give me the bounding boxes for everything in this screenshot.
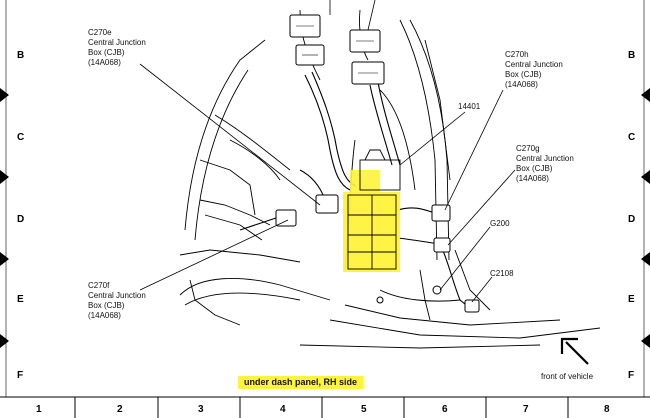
diagram-caption: under dash panel, RH side bbox=[238, 376, 364, 389]
callout-c270e: C270e Central Junction Box (CJB) (14A068… bbox=[88, 28, 146, 68]
column-number-4: 4 bbox=[280, 404, 286, 415]
leader-c270h bbox=[444, 89, 504, 211]
row-letter-d-left: D bbox=[17, 214, 25, 225]
column-number-6: 6 bbox=[442, 404, 448, 415]
column-number-1: 1 bbox=[36, 404, 42, 415]
row-letter-d-right: D bbox=[628, 214, 636, 225]
label-c2108: C2108 bbox=[490, 269, 514, 278]
front-of-vehicle-label: front of vehicle bbox=[541, 372, 594, 381]
leader-c2108 bbox=[471, 276, 493, 303]
cjb-highlight bbox=[343, 192, 400, 272]
leader-c270f bbox=[139, 219, 289, 291]
callout-c270f-connector: C270f bbox=[88, 281, 110, 290]
column-ticks bbox=[74, 397, 569, 418]
central-junction-box bbox=[347, 149, 401, 270]
callout-c270e-line4: (14A068) bbox=[88, 58, 121, 67]
callout-c270g-line3: Box (CJB) bbox=[516, 164, 553, 173]
callout-c270h-line3: Box (CJB) bbox=[505, 70, 542, 79]
callout-c270f-line2: Central Junction bbox=[88, 291, 146, 300]
leader-c270g bbox=[447, 169, 516, 246]
body-structure bbox=[179, 9, 601, 349]
row-letter-c-right: C bbox=[628, 132, 636, 143]
leader-14401 bbox=[399, 111, 466, 166]
column-number-3: 3 bbox=[198, 404, 204, 415]
label-14401: 14401 bbox=[458, 102, 481, 111]
callout-c270h: C270h Central Junction Box (CJB) (14A068… bbox=[505, 50, 563, 90]
row-letter-b-left: B bbox=[17, 50, 25, 61]
callout-c270e-line3: Box (CJB) bbox=[88, 48, 125, 57]
callout-c270h-connector: C270h bbox=[505, 50, 529, 59]
column-number-5: 5 bbox=[361, 404, 367, 415]
callout-c270g: C270g Central Junction Box (CJB) (14A068… bbox=[516, 144, 574, 184]
callout-c270e-line2: Central Junction bbox=[88, 38, 146, 47]
callout-c270h-line4: (14A068) bbox=[505, 80, 538, 89]
row-letter-b-right: B bbox=[628, 50, 636, 61]
column-number-8: 8 bbox=[604, 404, 610, 415]
leader-g200 bbox=[439, 226, 491, 291]
callout-c270h-line2: Central Junction bbox=[505, 60, 563, 69]
callout-c270g-connector: C270g bbox=[516, 144, 540, 153]
row-letter-e-left: E bbox=[17, 294, 24, 305]
callout-c270f: C270f Central Junction Box (CJB) (14A068… bbox=[88, 281, 146, 321]
row-markers bbox=[0, 88, 650, 348]
callout-c270g-line4: (14A068) bbox=[516, 174, 549, 183]
row-letter-c-left: C bbox=[17, 132, 25, 143]
callout-c270f-line4: (14A068) bbox=[88, 311, 121, 320]
row-letter-f-left: F bbox=[17, 370, 24, 381]
leader-lines bbox=[139, 0, 516, 303]
connector-details bbox=[296, 25, 378, 74]
connectors-top bbox=[289, 14, 385, 85]
callout-c270e-connector: C270e bbox=[88, 28, 112, 37]
row-letter-f-right: F bbox=[628, 370, 635, 381]
ground-bolt bbox=[376, 285, 442, 304]
callout-c270g-line2: Central Junction bbox=[516, 154, 574, 163]
callout-c270f-line3: Box (CJB) bbox=[88, 301, 125, 310]
label-g200: G200 bbox=[490, 219, 510, 228]
leader-c270e bbox=[139, 63, 321, 206]
front-of-vehicle-arrow-icon bbox=[560, 337, 589, 365]
column-number-2: 2 bbox=[117, 404, 123, 415]
column-number-7: 7 bbox=[523, 404, 529, 415]
row-letter-e-right: E bbox=[628, 294, 635, 305]
